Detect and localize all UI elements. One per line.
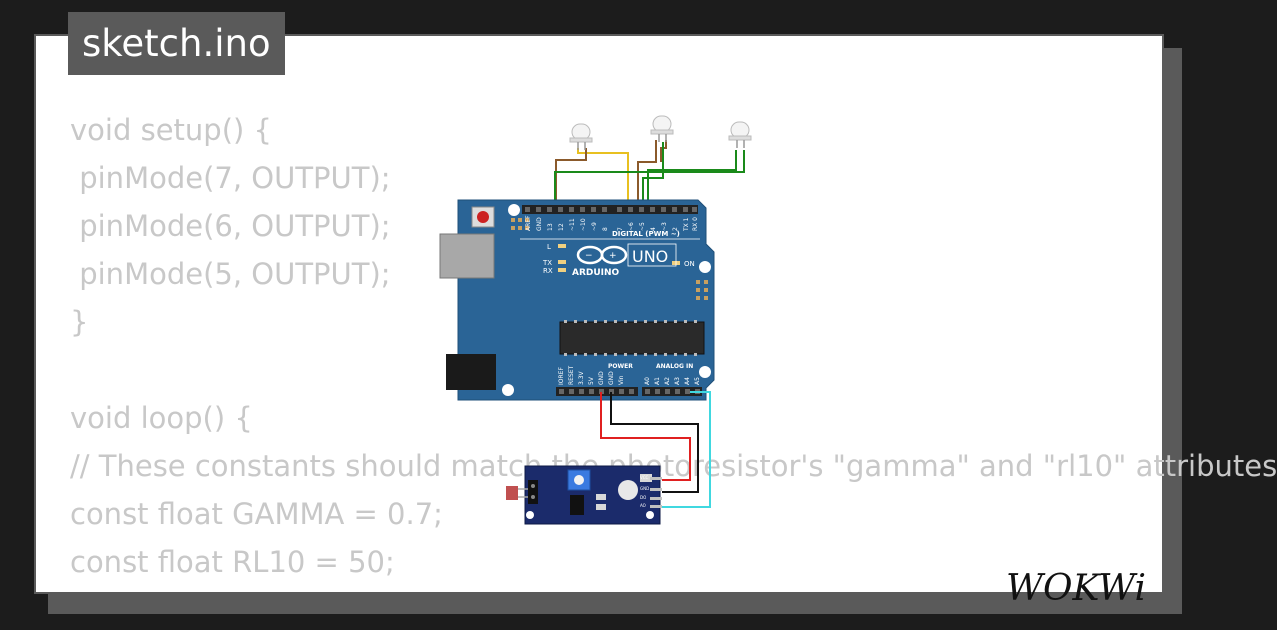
power-pin-label: 3.3V bbox=[578, 370, 585, 385]
sensor-pin-label: GND bbox=[640, 486, 649, 491]
svg-text:+: + bbox=[609, 251, 617, 261]
circuit-diagram: DIGITAL (PWM ~) L TX RX ON − + UNO ARDUI… bbox=[439, 115, 752, 525]
power-header-label: POWER bbox=[608, 363, 633, 370]
digital-pin-label: ~5 bbox=[639, 222, 646, 231]
wire-red bbox=[600, 392, 691, 481]
file-tab[interactable]: sketch.ino bbox=[68, 12, 285, 75]
digital-pin-label: ~9 bbox=[591, 222, 598, 231]
code-line: } bbox=[70, 305, 89, 339]
analog-pin-label: A4 bbox=[684, 377, 691, 385]
digital-pin-label: GND bbox=[536, 217, 543, 231]
photoresistor-module[interactable] bbox=[506, 465, 662, 525]
power-pin-label: IOREF bbox=[558, 367, 565, 385]
analog-pin-label: A2 bbox=[664, 377, 671, 385]
led-label-tx: TX bbox=[542, 259, 552, 267]
digital-pin-label: ~11 bbox=[569, 218, 576, 231]
code-line: void loop() { bbox=[70, 401, 253, 435]
dc-jack bbox=[446, 354, 496, 390]
wokwi-logo-text: WOKWi bbox=[1006, 568, 1146, 609]
wires bbox=[554, 140, 745, 208]
power-pin-label: RESET bbox=[568, 365, 575, 385]
analog-header-label: ANALOG IN bbox=[656, 363, 693, 370]
digital-pin-label: TX 1 bbox=[683, 217, 690, 232]
led-3[interactable] bbox=[728, 121, 752, 148]
digital-pin-label: 12 bbox=[558, 223, 565, 231]
analog-pin-label: A1 bbox=[654, 377, 661, 385]
power-pin-label: GND bbox=[598, 371, 605, 385]
on-label: ON bbox=[684, 260, 695, 268]
sensor-pin-label: VCC bbox=[640, 475, 649, 480]
usb-port bbox=[439, 233, 495, 279]
code-line: const float RL10 = 50; bbox=[70, 545, 395, 579]
brand-label: ARDUINO bbox=[572, 268, 620, 278]
arduino-board[interactable]: DIGITAL (PWM ~) L TX RX ON − + UNO ARDUI… bbox=[439, 199, 715, 401]
digital-pin-label: 7 bbox=[617, 227, 624, 231]
arduino-logo-icon bbox=[576, 245, 628, 265]
microcontroller-chip bbox=[559, 321, 705, 355]
model-label: UNO bbox=[632, 247, 668, 266]
digital-pin-label: AREF bbox=[525, 215, 532, 231]
wire-cyan bbox=[662, 391, 711, 508]
wire-brown bbox=[555, 148, 587, 208]
digital-pin-label: 13 bbox=[547, 223, 554, 231]
wire-green bbox=[642, 142, 664, 208]
code-line: pinMode(6, OUTPUT); bbox=[70, 209, 391, 243]
analog-pin-label: A3 bbox=[674, 377, 681, 385]
led-label-l: L bbox=[547, 243, 551, 251]
led-1[interactable] bbox=[569, 123, 593, 150]
photoresistor-icon bbox=[506, 486, 518, 500]
code-line: pinMode(5, OUTPUT); bbox=[70, 257, 391, 291]
code-line: const float GAMMA = 0.7; bbox=[70, 497, 443, 531]
code-line: pinMode(7, OUTPUT); bbox=[70, 161, 391, 195]
digital-pin-label: 4 bbox=[650, 227, 657, 231]
wire-yellow bbox=[577, 148, 629, 208]
digital-pin-label: 2 bbox=[672, 227, 679, 231]
digital-pin-label: ~6 bbox=[628, 222, 635, 231]
svg-text:−: − bbox=[585, 251, 593, 261]
led-2[interactable] bbox=[650, 115, 674, 142]
wire-black bbox=[610, 392, 699, 493]
wire-green bbox=[647, 150, 737, 208]
digital-pin-label: ~10 bbox=[580, 218, 587, 231]
wire-brown bbox=[637, 140, 657, 208]
digital-pin-label: 8 bbox=[602, 227, 609, 231]
analog-pin-label: A5 bbox=[694, 377, 701, 385]
digital-pin-label: ~3 bbox=[661, 222, 668, 231]
code-preview: void setup() { pinMode(7, OUTPUT); pinMo… bbox=[70, 106, 1277, 586]
digital-pin-label: RX 0 bbox=[692, 217, 699, 231]
power-pin-label: 5V bbox=[588, 376, 595, 385]
sensor-pin-label: AO bbox=[640, 503, 646, 508]
power-pin-label: GND bbox=[608, 371, 615, 385]
led-label-rx: RX bbox=[543, 267, 553, 275]
sensor-pin-label: DO bbox=[640, 495, 646, 500]
code-line: void setup() { bbox=[70, 113, 272, 147]
power-pin-label: Vin bbox=[618, 375, 625, 385]
digital-header-label: DIGITAL (PWM ~) bbox=[612, 230, 680, 238]
wokwi-logo: WOKWi bbox=[1006, 568, 1146, 609]
wire-green bbox=[554, 150, 745, 208]
analog-pin-label: A0 bbox=[644, 377, 651, 385]
